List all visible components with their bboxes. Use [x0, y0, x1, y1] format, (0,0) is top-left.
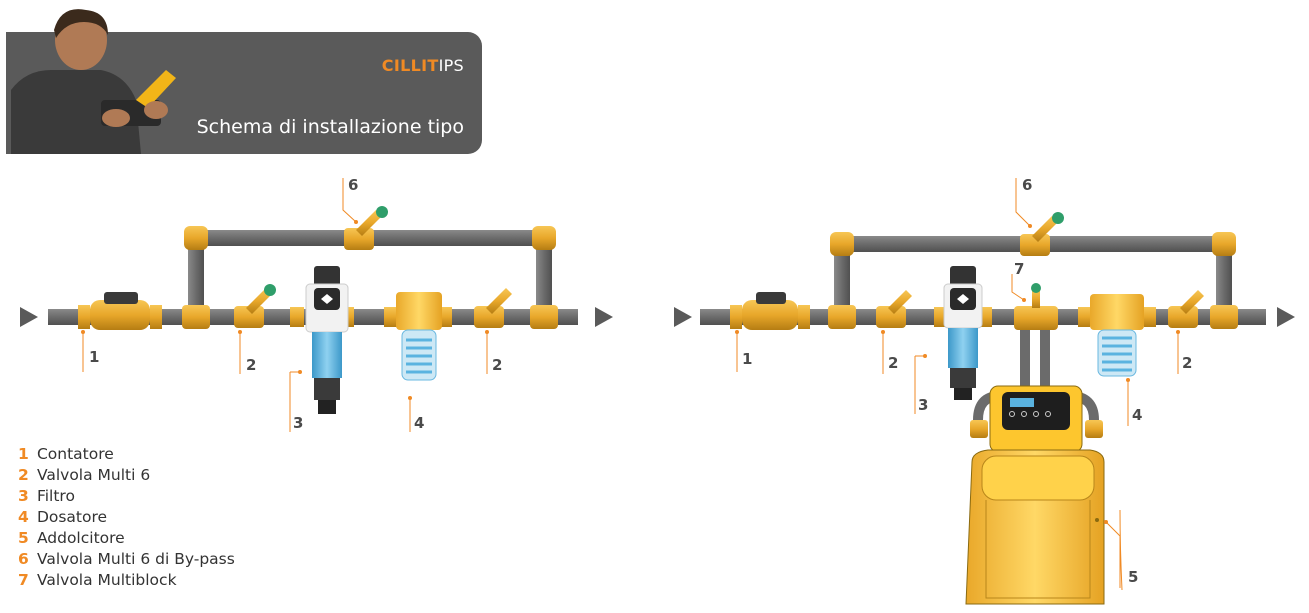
- valve-bypass-right: [1020, 212, 1064, 256]
- callout-1-right: 1: [742, 350, 752, 368]
- brand-prefix: CILLIT: [381, 56, 439, 75]
- callout-3: 3: [293, 414, 303, 432]
- valve-bypass-left: [344, 206, 388, 250]
- flow-in-arrow-icon: [20, 307, 38, 327]
- softener-unit: [965, 385, 1105, 605]
- valve-multi6-right-a: [876, 290, 912, 328]
- callout-4: 4: [414, 414, 424, 432]
- technician-avatar: [11, 9, 176, 154]
- brand-suffix: IPS: [438, 56, 464, 75]
- legend-item: 5 Addolcitore: [18, 529, 125, 547]
- legend: 1 Contatore 2 Valvola Multi 6 3 Filtro 4…: [18, 444, 235, 591]
- flow-out-arrow-icon-right: [1277, 307, 1295, 327]
- legend-item: 3 Filtro: [18, 487, 75, 505]
- legend-item: 7 Valvola Multiblock: [18, 571, 177, 589]
- flow-out-arrow-icon: [595, 307, 613, 327]
- filter-left: [290, 266, 354, 414]
- page-subtitle: Schema di installazione tipo: [196, 116, 464, 138]
- dosatore-left: [384, 292, 452, 381]
- brand-title: CILLITIPS: [382, 56, 464, 75]
- callout-1: 1: [89, 348, 99, 366]
- callout-6-right: 6: [1022, 176, 1032, 194]
- multiblock-valve: [1014, 283, 1058, 394]
- meter-right: [730, 292, 810, 330]
- callout-7: 7: [1014, 260, 1024, 278]
- legend-item: 2 Valvola Multi 6: [18, 466, 151, 484]
- legend-item: 6 Valvola Multi 6 di By-pass: [18, 550, 235, 568]
- diagram-left: 6 1 2 3 4 2: [20, 176, 613, 432]
- callout-6: 6: [348, 176, 358, 194]
- valve-multi6-left-a: [234, 284, 276, 328]
- filter-right: [934, 266, 992, 400]
- valve-multi6-left-b: [474, 288, 512, 328]
- callout-3-right: 3: [918, 396, 928, 414]
- callout-2-right: 2: [888, 354, 898, 372]
- callout-4-right: 4: [1132, 406, 1142, 424]
- callout-2: 2: [246, 356, 256, 374]
- legend-item: 4 Dosatore: [18, 508, 108, 526]
- valve-multi6-right-b: [1168, 290, 1204, 328]
- diagram-right: 6 7 1 2 3 4 2 5: [674, 176, 1295, 605]
- dosatore-right: [1078, 294, 1156, 377]
- callout-5: 5: [1128, 568, 1138, 586]
- callout-2b: 2: [492, 356, 502, 374]
- legend-item: 1 Contatore: [18, 445, 114, 463]
- meter-left: [78, 292, 162, 330]
- callout-2b-right: 2: [1182, 354, 1192, 372]
- flow-in-arrow-icon-right: [674, 307, 692, 327]
